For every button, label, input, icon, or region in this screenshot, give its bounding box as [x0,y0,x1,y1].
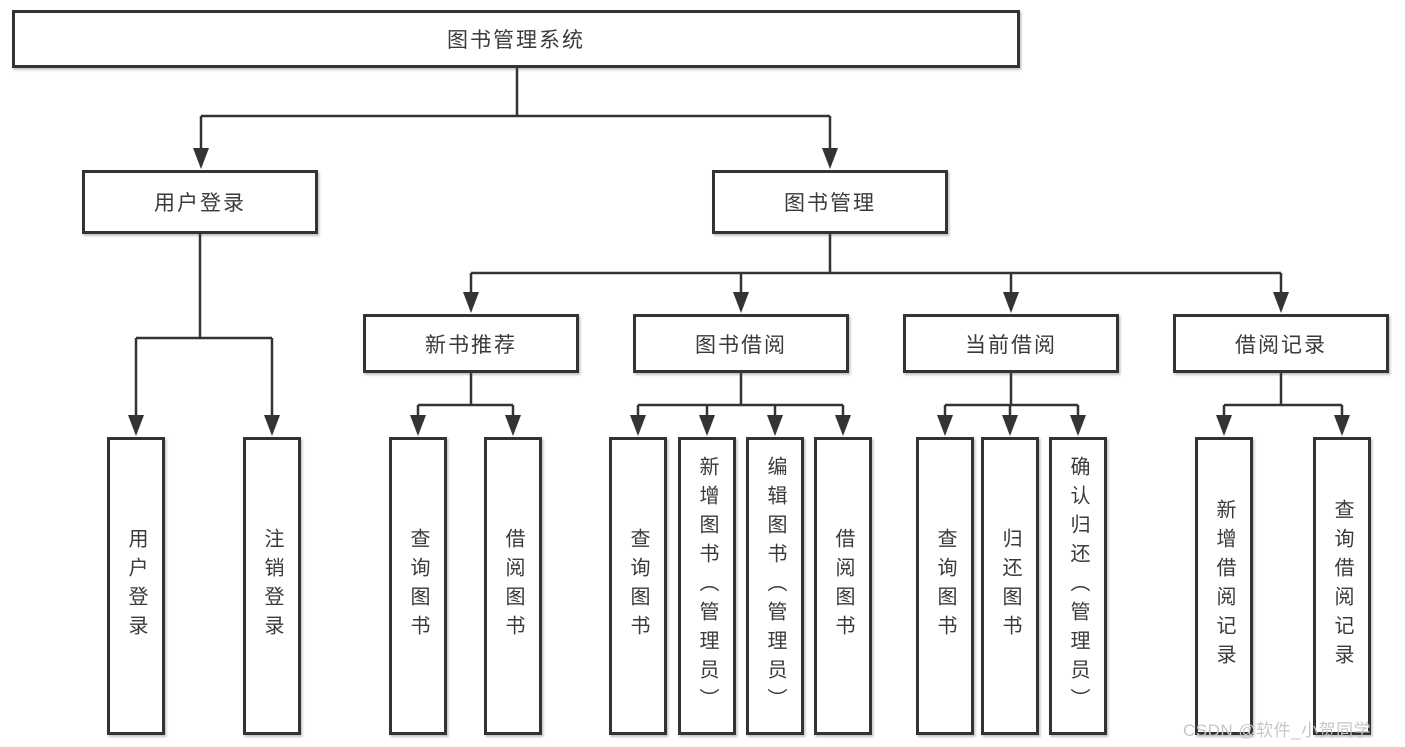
node-leaf-borrow-books-2: 借阅图书 [814,437,872,735]
arrow-down-icon [1216,415,1232,436]
node-label: 图书管理系统 [447,29,585,52]
arrow-down-icon [410,415,426,436]
node-label: 图书借阅 [695,333,787,357]
arrow-down-icon [937,415,953,436]
arrow-down-icon [1003,292,1019,313]
node-leaf-edit-books-admin: 编辑图书（管理员） [746,437,804,735]
node-leaf-return-books: 归还图书 [981,437,1039,735]
node-leaf-user-login: 用户登录 [107,437,165,735]
node-leaf-confirm-return-admin: 确认归还（管理员） [1049,437,1107,735]
node-current-borrowing: 当前借阅 [903,314,1119,373]
node-root-library-system: 图书管理系统 [12,10,1020,68]
node-leaf-logout: 注销登录 [243,437,301,735]
node-book-management: 图书管理 [712,170,948,234]
connector-new-books [416,373,515,416]
connector-book-borrow [636,373,845,416]
node-label: 新增借阅记录 [1213,499,1235,673]
node-label: 查询图书 [934,528,956,644]
arrow-down-icon [630,415,646,436]
node-book-borrowing: 图书借阅 [633,314,849,373]
arrow-down-icon [128,415,144,436]
connector-borrow-records [1222,373,1344,416]
connector-book-mgmt [469,234,1283,293]
node-label: 查询借阅记录 [1331,499,1353,673]
connector-root [199,68,832,150]
node-leaf-query-books-3: 查询图书 [916,437,974,735]
node-leaf-query-borrow-record: 查询借阅记录 [1313,437,1371,735]
arrow-down-icon [767,415,783,436]
node-label: 新书推荐 [425,333,517,357]
node-borrowing-records: 借阅记录 [1173,314,1389,373]
node-leaf-borrow-books-1: 借阅图书 [484,437,542,735]
node-label: 借阅图书 [832,528,854,644]
arrow-down-icon [699,415,715,436]
node-leaf-query-books-2: 查询图书 [609,437,667,735]
arrow-down-icon [1334,415,1350,436]
connector-user-login [134,234,274,416]
csdn-watermark: CSDN @软件_小贺同学 [1183,721,1372,740]
node-leaf-query-books-1: 查询图书 [389,437,447,735]
arrowheads [128,148,1350,436]
node-label: 图书管理 [784,192,876,215]
node-label: 归还图书 [999,528,1021,644]
node-label: 查询图书 [627,528,649,644]
arrow-down-icon [264,415,280,436]
arrow-down-icon [505,415,521,436]
connector-current-borrow [943,373,1080,416]
arrow-down-icon [1002,415,1018,436]
arrow-down-icon [1070,415,1086,436]
arrow-down-icon [193,148,209,169]
arrow-down-icon [463,292,479,313]
arrow-down-icon [835,415,851,436]
node-label: 当前借阅 [965,333,1057,357]
node-label: 用户登录 [154,192,246,215]
arrow-down-icon [733,292,749,313]
node-label: 查询图书 [407,528,429,644]
node-label: 确认归还（管理员） [1067,455,1089,717]
node-label: 注销登录 [261,528,283,644]
node-label: 新增图书（管理员） [696,455,718,717]
node-label: 借阅记录 [1235,333,1327,357]
node-new-book-recommend: 新书推荐 [363,314,579,373]
node-label: 借阅图书 [502,528,524,644]
arrow-down-icon [1273,292,1289,313]
node-leaf-add-books-admin: 新增图书（管理员） [678,437,736,735]
arrow-down-icon [822,148,838,169]
node-leaf-add-borrow-record: 新增借阅记录 [1195,437,1253,735]
node-user-login: 用户登录 [82,170,318,234]
node-label: 编辑图书（管理员） [764,455,786,717]
node-label: 用户登录 [125,528,147,644]
